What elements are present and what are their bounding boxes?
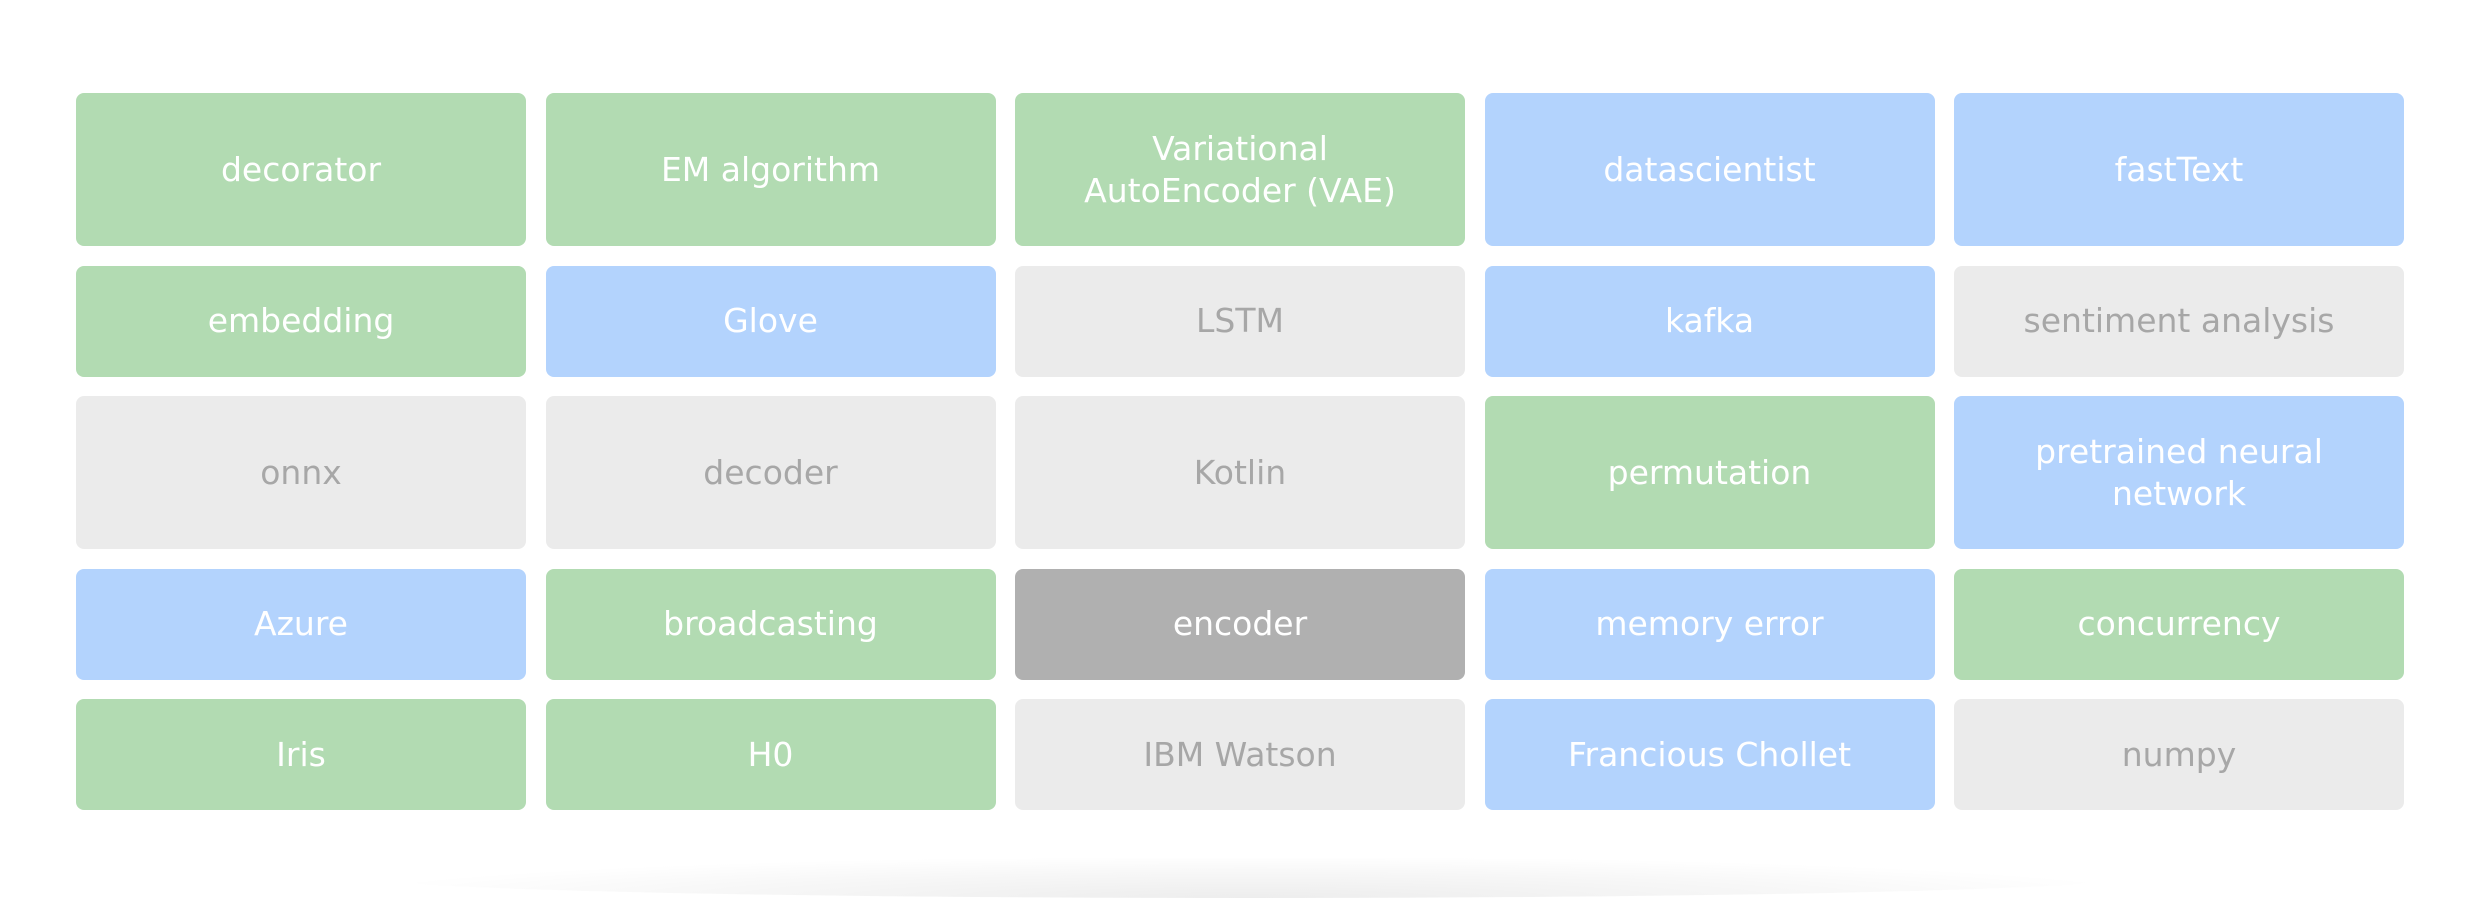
tile-azure[interactable]: Azure xyxy=(76,568,526,680)
tile-em-algorithm[interactable]: EM algorithm xyxy=(545,93,996,246)
tile-concurrency[interactable]: concurrency xyxy=(1954,568,2404,680)
tile-broadcasting[interactable]: broadcasting xyxy=(545,568,996,680)
tile-variational-autoencoder[interactable]: Variational AutoEncoder (VAE) xyxy=(1015,93,1465,246)
tile-lstm[interactable]: LSTM xyxy=(1015,265,1465,377)
tile-embedding[interactable]: embedding xyxy=(76,265,526,377)
tile-datascientist[interactable]: datascientist xyxy=(1484,93,1935,246)
tile-decoder[interactable]: decoder xyxy=(545,396,996,549)
tile-francious-chollet[interactable]: Francious Chollet xyxy=(1484,699,1935,810)
tile-numpy[interactable]: numpy xyxy=(1954,699,2404,810)
tile-glove[interactable]: Glove xyxy=(545,265,996,377)
tile-iris[interactable]: Iris xyxy=(76,699,526,810)
tile-ibm-watson[interactable]: IBM Watson xyxy=(1015,699,1465,810)
board-shadow xyxy=(380,858,2120,898)
tile-kafka[interactable]: kafka xyxy=(1484,265,1935,377)
tile-kotlin[interactable]: Kotlin xyxy=(1015,396,1465,549)
tile-fasttext[interactable]: fastText xyxy=(1954,93,2404,246)
tile-pretrained-neural-network[interactable]: pretrained neural network xyxy=(1954,396,2404,549)
tile-h0[interactable]: H0 xyxy=(545,699,996,810)
tile-sentiment-analysis[interactable]: sentiment analysis xyxy=(1954,265,2404,377)
word-board: decorator EM algorithm Variational AutoE… xyxy=(76,93,2404,810)
tile-memory-error[interactable]: memory error xyxy=(1484,568,1935,680)
tile-decorator[interactable]: decorator xyxy=(76,93,526,246)
tile-encoder[interactable]: encoder xyxy=(1015,568,1465,680)
tile-permutation[interactable]: permutation xyxy=(1484,396,1935,549)
tile-onnx[interactable]: onnx xyxy=(76,396,526,549)
